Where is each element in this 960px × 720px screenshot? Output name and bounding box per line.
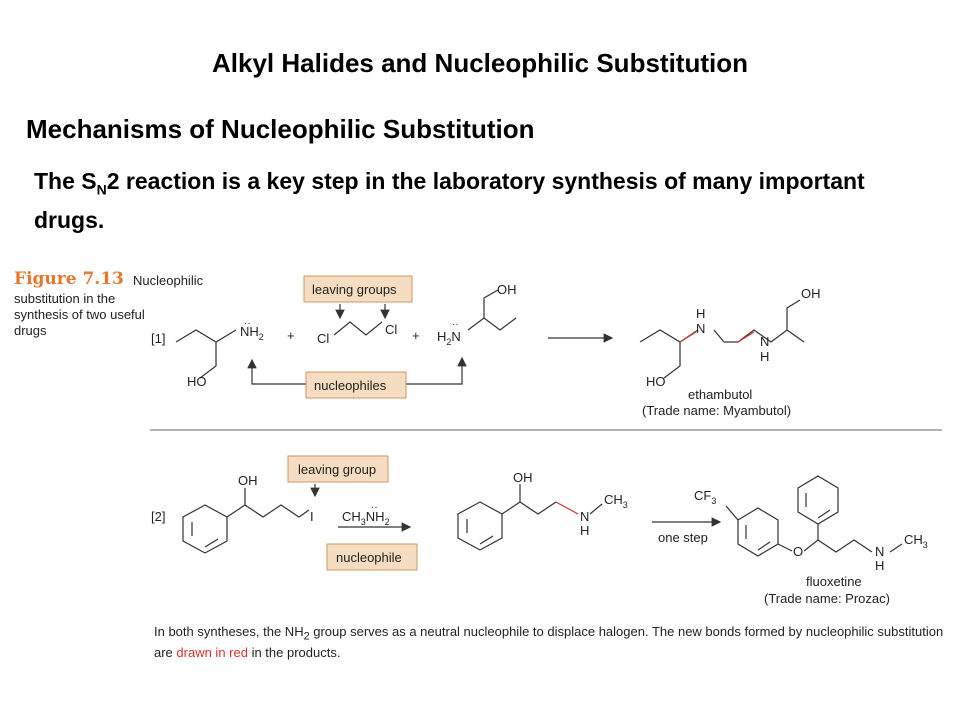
r2-number: [2] xyxy=(151,509,165,524)
r1-amine2-skeleton xyxy=(467,289,517,331)
r1-number: [1] xyxy=(151,331,165,346)
fluoxetine-chain xyxy=(817,524,903,553)
figure-label: Figure 7.13 xyxy=(14,269,124,289)
intermediate-oh: OH xyxy=(513,470,533,485)
ethambutol-ho: HO xyxy=(646,374,666,389)
fluoxetine-ether-bonds xyxy=(777,539,819,552)
r1-plus-1: + xyxy=(287,328,295,343)
slide-title: Alkyl Halides and Nucleophilic Substitut… xyxy=(212,48,748,78)
r2-benzene-ring xyxy=(182,504,228,554)
ethambutol-n-right: N xyxy=(760,334,769,349)
ethambutol-h-top: H xyxy=(696,306,705,321)
r1-oh: OH xyxy=(497,282,517,297)
r1-cl-left: Cl xyxy=(317,331,329,346)
r1-nh2: NH2 xyxy=(240,324,264,342)
r1-nucleophile-label: nucleophiles xyxy=(314,378,387,393)
intro-pre: The S xyxy=(34,168,97,194)
intro-post: 2 reaction is a key step in the laborato… xyxy=(34,168,865,233)
r2-leaving-label: leaving group xyxy=(298,462,376,477)
r2-nucleophile-label: nucleophile xyxy=(336,550,402,565)
r1-amine-skeleton xyxy=(175,329,237,379)
ethambutol-n-left: N xyxy=(696,321,705,336)
r2-oh: OH xyxy=(238,473,258,488)
figure-caption-first: Nucleophilic xyxy=(133,273,204,288)
ethambutol-trade-name: (Trade name: Myambutol) xyxy=(642,403,791,418)
footnote-a: In both syntheses, the NH xyxy=(154,624,304,639)
r2-reagent: CH3NH2 xyxy=(342,509,390,527)
r1-cl-right: Cl xyxy=(385,322,397,337)
r2-leaving-group-box xyxy=(287,455,389,483)
section-heading: Mechanisms of Nucleophilic Substitution xyxy=(26,114,535,144)
ethambutol-h-bottom: H xyxy=(760,349,769,364)
r1-nuc-arrow-right xyxy=(406,356,467,385)
fluoxetine-ch3: CH3 xyxy=(904,532,928,550)
ethambutol-new-bonds xyxy=(679,331,755,343)
r2-arrow-label: one step xyxy=(658,530,708,545)
figure-caption-rest: substitution in the synthesis of two use… xyxy=(14,291,145,338)
r1-lone-pair-1: ·· xyxy=(244,318,251,329)
fluoxetine-name: fluoxetine xyxy=(806,574,862,589)
figure-footnote: In both syntheses, the NH2 group serves … xyxy=(154,624,944,661)
intermediate-chain xyxy=(501,484,603,515)
fluoxetine-n: N xyxy=(875,544,884,559)
r1-dichloroethane xyxy=(333,321,383,336)
ethambutol-oh: OH xyxy=(801,286,821,301)
r1-leaving-label: leaving groups xyxy=(312,282,397,297)
intermediate-n: N xyxy=(580,509,589,524)
footnote-c: in the products. xyxy=(247,644,341,660)
r1-lone-pair-2: ·· xyxy=(452,319,459,330)
fluoxetine-aryl-ring xyxy=(737,507,779,557)
r2-nucleophile-box xyxy=(326,543,418,571)
footnote-red-text: drawn in red xyxy=(176,644,248,660)
r2-iodine: I xyxy=(310,509,314,524)
fluoxetine-h: H xyxy=(875,558,884,573)
intermediate-benzene-ring xyxy=(457,501,503,551)
fluoxetine-o: O xyxy=(793,544,803,559)
intermediate-h: H xyxy=(580,523,589,538)
fluoxetine-trade-name: (Trade name: Prozac) xyxy=(764,591,890,606)
intro-text: The SN2 reaction is a key step in the la… xyxy=(34,166,914,235)
r1-nuc-arrow-left xyxy=(247,358,306,385)
intermediate-new-bond xyxy=(555,501,579,515)
ethambutol-name: ethambutol xyxy=(688,387,752,402)
r1-plus-2: + xyxy=(412,328,420,343)
r1-nucleophiles-box xyxy=(305,371,407,399)
r1-ho: HO xyxy=(187,374,207,389)
intermediate-ch3: CH3 xyxy=(604,492,628,510)
r2-chain xyxy=(226,488,310,518)
ethambutol-linker xyxy=(713,329,738,343)
r2-lone-pair: ·· xyxy=(371,502,378,513)
footnote-sub: 2 xyxy=(303,630,310,643)
fluoxetine-cf3: CF3 xyxy=(694,488,716,506)
fluoxetine-cf3-bond xyxy=(725,505,739,521)
intro-sub: N xyxy=(96,181,107,198)
footnote-b: group serves as a neutral nucleophile to… xyxy=(154,624,944,660)
r1-h2n: H2N xyxy=(437,329,461,347)
fluoxetine-phenyl-ring xyxy=(797,475,839,525)
r1-leaving-groups-box xyxy=(303,275,413,303)
